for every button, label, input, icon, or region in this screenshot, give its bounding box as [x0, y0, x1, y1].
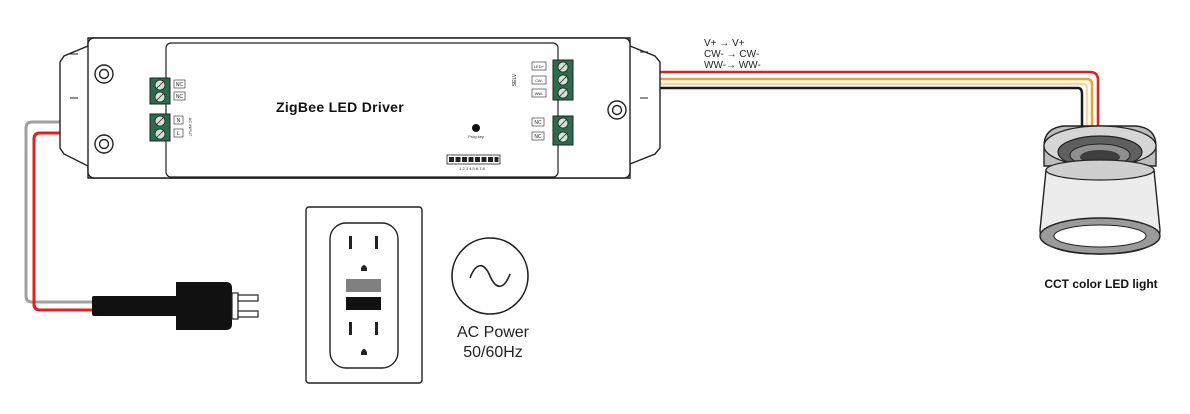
driver-title: ZigBee LED Driver	[276, 99, 404, 115]
output-label-cw: CW-	[535, 78, 544, 83]
ac-power-label: AC Power	[457, 324, 530, 341]
neutral-wire	[24, 120, 150, 304]
prog-key-label: Prog key	[468, 134, 484, 139]
mount-hole-bottom-left	[94, 134, 114, 154]
cct-led-light: CCT color LED light	[1039, 125, 1161, 291]
dip-numbers: 1 2 3 4 5 6 7 8	[459, 166, 485, 171]
driver-label-panel	[165, 42, 559, 178]
live-wire	[32, 131, 150, 312]
led-driver: ZigBee LED Driver NC NC N L AC INPUT	[59, 37, 661, 179]
selv-label: SELV	[512, 73, 518, 86]
ac-input-wires	[24, 120, 150, 312]
led-light-label: CCT color LED light	[1044, 277, 1157, 291]
plug-cord-sleeve	[92, 296, 178, 316]
wall-outlet	[305, 206, 423, 384]
output-label-ww: WW-	[535, 91, 544, 96]
ac-input-label: AC INPUT	[188, 118, 193, 137]
power-plug	[92, 282, 259, 330]
plug-prong-bottom	[237, 310, 259, 318]
ac-terminal-l: L	[177, 131, 180, 137]
nc-label-4: NC	[534, 134, 542, 140]
mapping-line-ww: WW-→ WW-	[704, 60, 761, 71]
wire-mapping-legend: V+ → V+ CW- → CW- WW-→ WW-	[704, 38, 761, 71]
ac-frequency-label: 50/60Hz	[463, 344, 523, 361]
ac-input-terminal-block: N L AC INPUT	[149, 113, 193, 142]
gfci-reset-button	[346, 297, 381, 310]
plug-body	[176, 282, 232, 330]
nc-label-3: NC	[534, 120, 542, 126]
ac-terminal-n: N	[177, 118, 181, 124]
mount-hole-right	[607, 100, 627, 120]
output-label-led-plus: LED+	[534, 64, 545, 69]
nc-label-1: NC	[176, 82, 184, 88]
mapping-line-cw: CW- → CW-	[704, 49, 759, 60]
plug-prong-top	[237, 294, 259, 302]
output-terminal-block: LED+ CW- WW- SELV	[512, 59, 574, 101]
dip-switch: 1 2 3 4 5 6 7 8	[446, 154, 501, 171]
nc-terminal-block-right: NC NC	[531, 115, 574, 146]
nc-label-2: NC	[176, 94, 184, 100]
mount-hole-top-left	[94, 64, 114, 84]
gfci-test-button	[346, 279, 381, 292]
prog-key-button: Prog key	[468, 124, 484, 139]
ac-power-symbol: AC Power 50/60Hz	[451, 237, 530, 361]
nc-terminal-block-left: NC NC	[149, 77, 186, 105]
wire-cw	[573, 77, 1094, 128]
mapping-line-v-plus: V+ → V+	[704, 38, 745, 49]
sine-wave-icon	[469, 264, 511, 288]
wire-ww-cream	[573, 82, 1089, 128]
